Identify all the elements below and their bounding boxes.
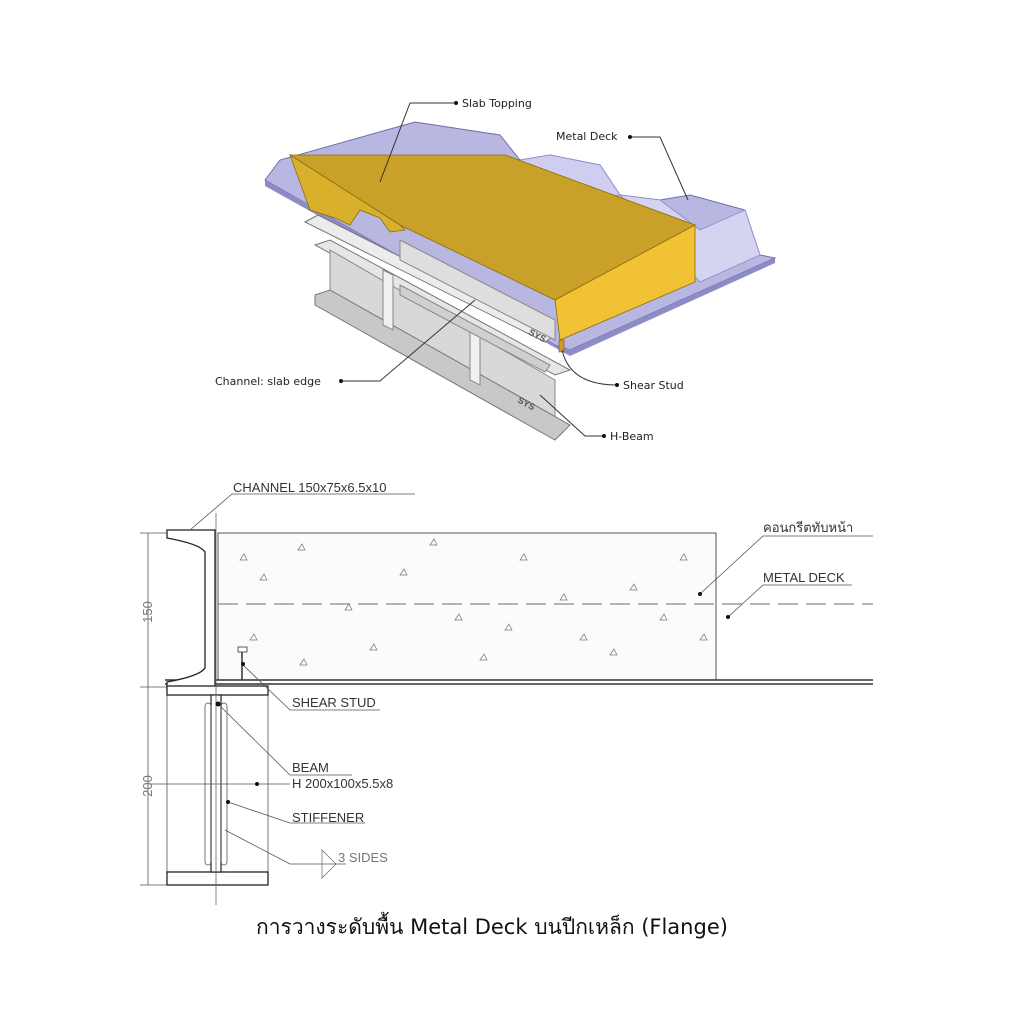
dim-beam: 200: [140, 775, 155, 797]
label-weld: 3 SIDES: [338, 850, 388, 865]
section-labels: CHANNEL 150x75x6.5x10 คอนกรีตทับหน้า MET…: [150, 480, 873, 879]
label-shear-stud-section: SHEAR STUD: [292, 695, 376, 710]
weld-symbol-icon: [321, 849, 337, 879]
section-concrete: [217, 532, 873, 681]
section-channel: [166, 529, 216, 691]
label-stiffener: STIFFENER: [292, 810, 364, 825]
label-slab-topping: Slab Topping: [462, 97, 532, 110]
shear-stud: [237, 646, 248, 653]
label-beam: BEAM: [292, 760, 329, 775]
label-channel: Channel: slab edge: [215, 375, 321, 388]
label-metal-deck: Metal Deck: [556, 130, 618, 143]
dimensions: 150 200: [140, 532, 167, 886]
caption: การวางระดับพื้น Metal Deck บนปีกเหล็ก (F…: [256, 912, 728, 939]
dim-slab: 150: [140, 601, 155, 623]
slab-topping-3d: [288, 154, 696, 341]
shear-stud-3d: [558, 339, 565, 353]
label-beam-size: H 200x100x5.5x8: [292, 776, 393, 791]
label-metal-deck-section: METAL DECK: [763, 570, 845, 585]
label-h-beam: H-Beam: [610, 430, 654, 443]
label-shear-stud: Shear Stud: [623, 379, 684, 392]
section-h-beam: [166, 513, 269, 905]
label-topping: คอนกรีตทับหน้า: [763, 520, 853, 535]
channel-3d: SYS: [303, 214, 556, 373]
label-channel-size: CHANNEL 150x75x6.5x10: [233, 480, 386, 495]
section-metal-deck: [165, 679, 873, 685]
